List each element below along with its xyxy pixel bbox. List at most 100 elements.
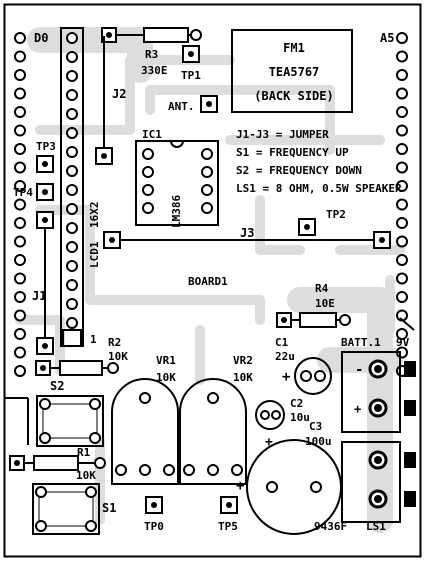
s2-pin: [39, 432, 51, 444]
lcd-header-pin: [66, 260, 78, 272]
batt-screw-plus: [404, 400, 416, 416]
c2-pad-b: [271, 410, 281, 420]
left-header-pin: [14, 235, 26, 248]
lcd-header-pin: [66, 70, 78, 82]
r1-body: [33, 455, 79, 471]
c1-pad-b: [314, 370, 326, 382]
ls1-pad-1-hole: [374, 456, 382, 464]
ic1-pin: [201, 202, 213, 214]
vr2-pad-3: [231, 464, 243, 476]
vr1-pad-1: [115, 464, 127, 476]
batt-connector: [341, 351, 401, 433]
left-header-pin: [14, 272, 26, 285]
lcd-header-pin: [66, 108, 78, 120]
ic1-part: LM386: [170, 195, 183, 228]
right-header-pin: [396, 328, 408, 340]
c1-pad-a: [300, 370, 312, 382]
c2-plus: +: [265, 435, 273, 450]
r4-pad-right: [339, 314, 351, 326]
note-line: LS1 = 8 OHM, 0.5W SPEAKER: [236, 182, 402, 195]
c3-plus: +: [236, 478, 244, 494]
ic1-body: [135, 140, 219, 226]
ic1-notch: [170, 140, 184, 148]
left-header-pin: [14, 346, 26, 359]
j3-hole-left: [109, 237, 115, 243]
s2-body: [36, 395, 104, 447]
left-header-pin: [14, 161, 26, 174]
lcd-header-pin: [66, 203, 78, 215]
left-header-pin: [14, 124, 26, 137]
right-header-pin: [396, 106, 408, 118]
left-header-pin: [14, 254, 26, 266]
fm1-ref: FM1: [283, 41, 305, 55]
left-header-pin: [14, 309, 26, 322]
vr2-pad-1: [183, 464, 195, 476]
s1-body: [32, 483, 100, 535]
left-header-pin: [14, 50, 26, 63]
batt-pad-plus-hole: [374, 404, 382, 412]
tp5-ref: TP5: [218, 520, 238, 533]
lcd-header-pin: [66, 127, 78, 139]
fm1-note: (BACK SIDE): [254, 89, 333, 103]
c1-body: [294, 357, 332, 395]
left-header-pin: [14, 217, 26, 229]
right-header-pin: [396, 87, 408, 100]
right-header-pin: [396, 254, 408, 266]
lcd-pin1: 1: [90, 333, 97, 346]
r1-pad-right: [94, 457, 106, 469]
j2-hole-bottom: [101, 153, 107, 159]
c3-value: 100u: [305, 435, 332, 448]
tp1-ref: TP1: [181, 69, 201, 82]
lcd-header-pin: [66, 51, 78, 63]
vr2-pad-top: [207, 392, 219, 404]
left-header-pin: [14, 365, 26, 377]
vr1-outline: [111, 378, 179, 485]
board-code: 9436F: [314, 520, 347, 533]
j1-hole-bottom: [42, 343, 48, 349]
vr2-outline: [179, 378, 247, 485]
vr2-ref: VR2: [233, 354, 253, 367]
left-header-pin: [14, 198, 26, 211]
c2-ref: C2: [290, 397, 303, 410]
ls1-ref: LS1: [366, 520, 386, 533]
s1-pin: [35, 520, 47, 532]
lcd-ref: LCD1: [88, 241, 101, 268]
right-header-pin: [396, 235, 408, 248]
r1-value: 10K: [76, 469, 96, 482]
vr1-value: 10K: [156, 371, 176, 384]
lcd-header-pin: [66, 146, 78, 158]
vr2-value: 10K: [233, 371, 253, 384]
lcd-pin1-square: [62, 329, 82, 347]
right-header-pin: [396, 291, 408, 303]
vr1-pad-top: [139, 392, 151, 404]
batt-connector-edge: [399, 317, 415, 331]
lcd-header-pins: [66, 32, 78, 329]
r4-body: [299, 312, 337, 328]
board-outline: [3, 3, 422, 558]
ant-hole: [206, 101, 212, 107]
tp2-hole: [304, 224, 310, 230]
vr1-pad-2: [139, 464, 151, 476]
lcd-header-pin: [66, 184, 78, 196]
lcd-header-pin: [66, 279, 78, 291]
ic1-pin: [142, 166, 154, 178]
right-header-pin: [396, 272, 408, 285]
c2-pad-a: [260, 410, 270, 420]
c1-ref: C1: [275, 336, 289, 349]
note-line: S1 = FREQUENCY UP: [236, 146, 349, 159]
ic1-pin: [201, 166, 213, 178]
r3-value: 330E: [141, 64, 168, 77]
left-header-pin: [14, 106, 26, 118]
right-header-pin: [396, 69, 408, 81]
s1-ref: S1: [102, 501, 116, 515]
ls1-screw-1: [404, 452, 416, 468]
s2-pins: [39, 398, 101, 444]
r4-ref: R4: [315, 282, 329, 295]
batt-ref: BATT.1: [341, 336, 381, 349]
r1-hole-left: [14, 460, 20, 466]
lcd-size: 16X2: [88, 202, 101, 229]
left-header-pin: [14, 180, 26, 192]
left-header-pin: [14, 328, 26, 340]
left-header-pin: [14, 69, 26, 81]
